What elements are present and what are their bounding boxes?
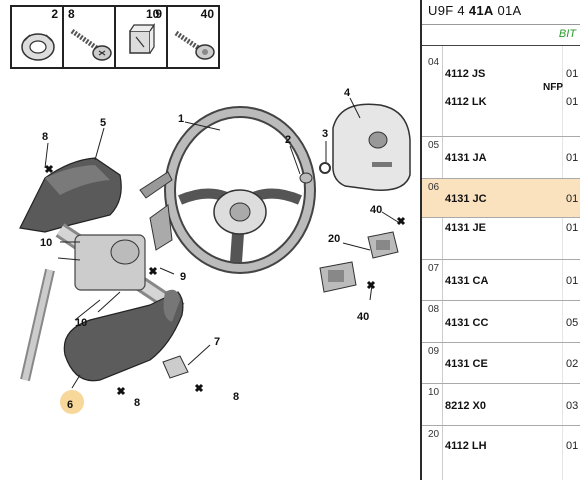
panel-divider (420, 0, 422, 480)
callout-9[interactable]: 9 (180, 271, 186, 283)
part-number: 8 (68, 7, 75, 21)
part-qty: 02 (566, 358, 579, 370)
upper-shroud[interactable] (19, 157, 122, 233)
part-ref[interactable]: 4131 JA (445, 152, 487, 164)
part-number: 2 (51, 7, 58, 21)
row-number: 09 (428, 346, 440, 357)
part-number: 9 (155, 7, 162, 21)
control-pad-right[interactable] (367, 231, 399, 259)
part-qty: 01 (566, 96, 579, 108)
table-row-20[interactable]: 20 4112 LH 01 (422, 426, 580, 480)
part-qty: 03 (566, 400, 579, 412)
row-number: 08 (428, 304, 440, 315)
callout-40-top[interactable]: 40 (370, 204, 382, 216)
part-ref[interactable]: 4131 JC (445, 193, 487, 205)
column-divider (562, 46, 563, 480)
column-divider (442, 46, 443, 480)
nut-clip-icon (129, 23, 156, 54)
callout-40-bottom[interactable]: 40 (357, 311, 369, 323)
exploded-diagram: 2 8 9 10 40 (10, 5, 411, 414)
part-ref[interactable]: 8212 X0 (445, 400, 486, 412)
table-row-10[interactable]: 10 8212 X0 03 (422, 384, 580, 426)
row-number: 05 (428, 140, 440, 151)
row-number: 20 (428, 429, 440, 440)
part-ref[interactable]: 4131 CA (445, 275, 489, 287)
table-row-06b[interactable]: 4131 JE 01 (422, 218, 580, 260)
callout-20[interactable]: 20 (328, 233, 340, 245)
part-ref[interactable]: 4112 JS (445, 68, 486, 80)
part-ref[interactable]: 4112 LK (445, 96, 487, 108)
table-row-04[interactable]: 04 4112 JS NFP 01 4112 LK 01 (422, 54, 580, 137)
diagram-drawing: 1 2 3 4 5 6 7 8 8 8 9 10 10 20 40 40 (19, 87, 411, 414)
group-code: U9F 4 41A 01A (428, 3, 522, 18)
airbag-module[interactable] (332, 103, 411, 191)
part-qty: 01 (566, 222, 579, 234)
switch-7[interactable] (162, 355, 189, 379)
steering-wheel[interactable] (164, 106, 316, 274)
part-qty: 01 (566, 68, 579, 80)
screw-icon (70, 28, 112, 61)
table-row-09[interactable]: 09 4131 CE 02 (422, 343, 580, 384)
table-row-08[interactable]: 08 4131 CC 05 (422, 301, 580, 343)
part-ref[interactable]: 4131 JE (445, 222, 486, 234)
callout-1[interactable]: 1 (178, 113, 184, 125)
clip-ring-icon (21, 33, 55, 61)
row-number: 06 (428, 182, 440, 193)
callout-7[interactable]: 7 (214, 336, 220, 348)
part-qty: 01 (566, 152, 579, 164)
highlight-circle (60, 390, 84, 414)
part-qty: 05 (566, 317, 579, 329)
row-number: 10 (428, 387, 440, 398)
callout-10-upper[interactable]: 10 (40, 237, 52, 249)
part-tile-10b[interactable]: 10 40 (146, 5, 220, 69)
callout-2[interactable]: 2 (285, 134, 291, 146)
part-qty: 01 (566, 440, 579, 452)
row-number: 07 (428, 263, 440, 274)
part-ref[interactable]: 4112 LH (445, 440, 487, 452)
part-ref[interactable]: 4131 CE (445, 358, 488, 370)
part-qty: 01 (566, 193, 579, 205)
callout-8-top[interactable]: 8 (42, 131, 48, 143)
ring-part[interactable] (319, 162, 331, 174)
table-row-06-selected[interactable]: 06 4131 JC 01 (422, 179, 580, 218)
bolt-icon (174, 30, 215, 60)
callout-8-bottom-left[interactable]: 8 (134, 397, 140, 409)
panel-subheader: BIT (422, 24, 580, 46)
callout-8-bottom-right[interactable]: 8 (233, 391, 239, 403)
control-pad-left[interactable] (319, 261, 357, 293)
part-tile-2[interactable]: 2 (10, 5, 64, 69)
part-qty: 01 (566, 275, 579, 287)
table-row-07[interactable]: 07 4131 CA 01 (422, 260, 580, 301)
clip-part[interactable] (299, 172, 313, 184)
table-row-05[interactable]: 05 4131 JA 01 (422, 137, 580, 179)
callout-6[interactable]: 6 (67, 399, 73, 411)
lower-shroud[interactable] (63, 289, 184, 382)
panel-header: U9F 4 41A 01A (422, 0, 580, 24)
row-number: 04 (428, 57, 440, 68)
callout-3[interactable]: 3 (322, 128, 328, 140)
part-number: 10 (146, 7, 160, 21)
part-ref[interactable]: 4131 CC (445, 317, 489, 329)
callout-10-lower[interactable]: 10 (75, 317, 87, 329)
callout-4[interactable]: 4 (344, 87, 351, 99)
part-number: 40 (200, 7, 214, 21)
part-tile-8[interactable]: 8 (62, 5, 116, 69)
fastener-markers (44, 164, 406, 396)
callout-5[interactable]: 5 (100, 117, 106, 129)
nfp-flag: NFP (543, 82, 563, 93)
sub-header-text: BIT (558, 28, 576, 40)
steering-column[interactable] (20, 171, 185, 382)
part-tile-10[interactable] (114, 5, 168, 69)
parts-list-panel: U9F 4 41A 01A BIT 04 4112 JS NFP 01 4112… (422, 0, 580, 480)
